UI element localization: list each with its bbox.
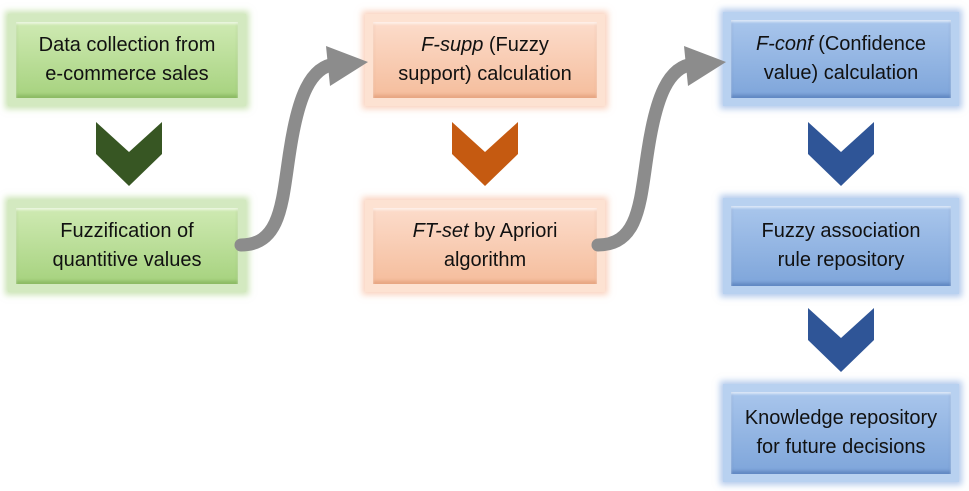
step-fuzzy-rule-repository: Fuzzy association rule repository xyxy=(723,198,959,294)
step-ft-set: FT-set by Apriori algorithm xyxy=(365,200,605,292)
step-label-rest: (Confidence value) calculation xyxy=(763,33,927,84)
step-label: F-conf (Confidence value) calculation xyxy=(743,30,939,88)
connector-arrow-2 xyxy=(591,46,726,252)
step-knowledge-repository: Knowledge repository for future decision… xyxy=(723,384,959,482)
step-label-rest: by Apriori algorithm xyxy=(443,220,558,271)
step-label: F-supp (Fuzzy support) calculation xyxy=(385,31,585,89)
step-label-italic: F-supp xyxy=(421,34,484,56)
step-data-collection: Data collection from e-commerce sales xyxy=(8,14,246,106)
step-label-italic: FT-set xyxy=(412,220,469,242)
step-label: Fuzzification of quantitive values xyxy=(52,220,202,271)
step-label: Knowledge repository for future decision… xyxy=(744,407,938,458)
chevron-down-icon xyxy=(808,308,874,372)
step-label: Fuzzy association rule repository xyxy=(761,220,921,271)
chevron-down-icon xyxy=(808,122,874,186)
chevron-down-icon xyxy=(96,122,162,186)
step-label: Data collection from e-commerce sales xyxy=(38,34,216,85)
chevron-down-icon xyxy=(452,122,518,186)
step-label-italic: F-conf xyxy=(755,33,813,55)
connector-arrow-1 xyxy=(234,46,368,252)
step-f-supp: F-supp (Fuzzy support) calculation xyxy=(365,14,605,106)
step-label-rest: (Fuzzy support) calculation xyxy=(398,34,572,85)
step-f-conf: F-conf (Confidence value) calculation xyxy=(723,12,959,106)
step-label: FT-set by Apriori algorithm xyxy=(385,217,585,275)
